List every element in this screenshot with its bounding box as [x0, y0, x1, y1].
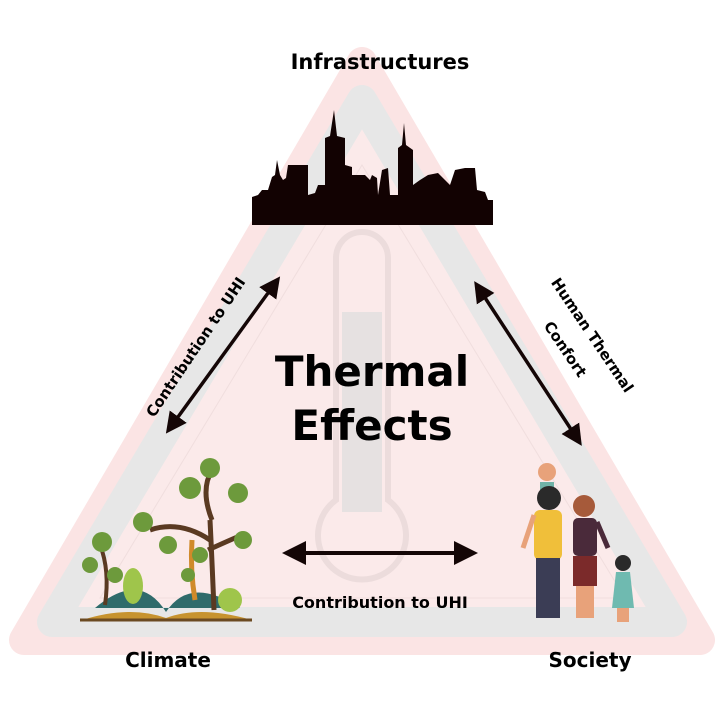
climate-forest-book-icon [80, 458, 252, 622]
climate-label: Climate [125, 648, 211, 672]
society-family-icon [520, 463, 634, 622]
city-skyline-icon [252, 110, 493, 225]
center-title-line2: Effects [291, 401, 452, 450]
infrastructures-label: Infrastructures [291, 50, 470, 74]
center-title-line1: Thermal [275, 347, 469, 396]
society-label: Society [548, 648, 631, 672]
left-edge-arrow [165, 276, 281, 434]
right-edge-arrow [474, 281, 582, 446]
bottom-edge-label: Contribution to UHI [292, 593, 468, 612]
